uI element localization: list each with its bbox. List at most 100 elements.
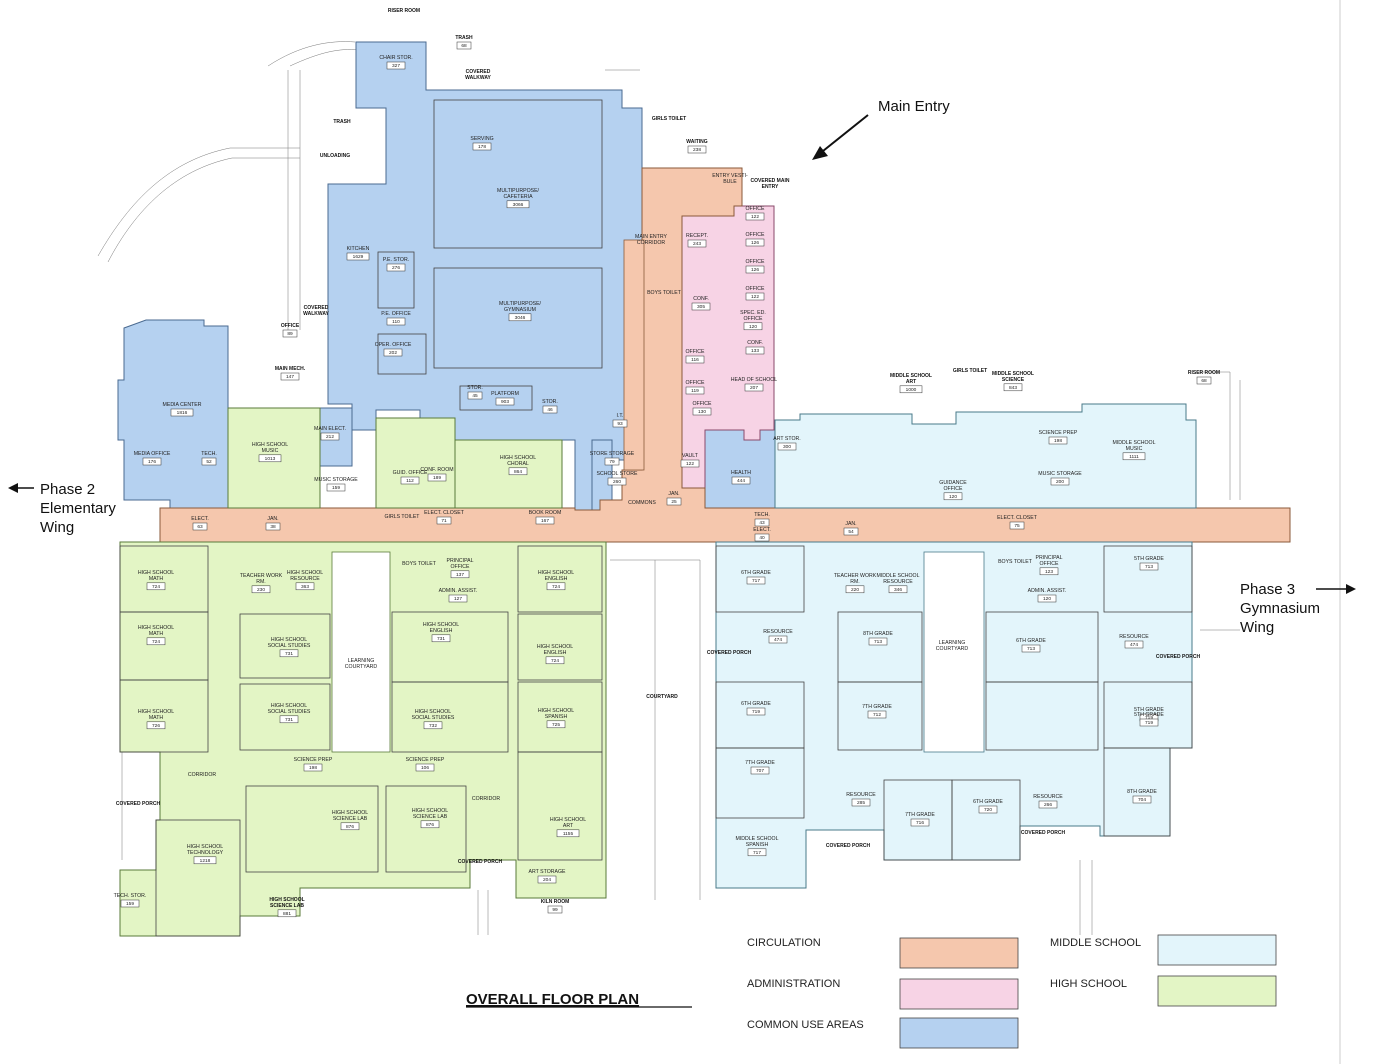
room-label-number-74: 106	[421, 765, 429, 771]
room-label-name-7-0: MULTIPURPOSE/	[499, 301, 542, 307]
room-label-name-44-0: GUIDANCE	[939, 480, 967, 486]
room-label-number-box-32	[731, 476, 751, 485]
room-label-name-100-0: RESOURCE	[1033, 794, 1063, 800]
room-label-number-box-27	[691, 302, 711, 311]
room-label-number-36: 122	[751, 294, 759, 300]
phase2-arrow	[8, 483, 34, 493]
room-label-number-90: 712	[873, 712, 881, 718]
room-label-number-35: 126	[751, 267, 759, 273]
room-label-number-box-90	[867, 710, 887, 719]
room-label-name-83-0: RESOURCE	[763, 629, 793, 635]
room-label-name-7-1: GYMNASIUM	[504, 307, 536, 313]
annotation-label-21: COVERED PORCH	[1021, 830, 1066, 836]
room-label-name-21-0: CONF. ROOM	[420, 467, 453, 473]
room-label-number-box-54	[843, 527, 859, 536]
room-label-number-box-33	[745, 212, 765, 221]
room-label-number-59: 230	[257, 587, 265, 593]
room-label-number-15: 176	[148, 459, 156, 465]
room-label-24: BOYS TOILET	[647, 290, 682, 296]
phase2-label-2: Elementary	[40, 500, 116, 517]
room-label-name-47-0: GIRLS TOILET	[385, 514, 421, 520]
room-label-name-29-0: OFFICE	[685, 380, 705, 386]
annotation-label-name-2-1: WALKWAY	[465, 75, 491, 81]
room-label-name-35-0: OFFICE	[745, 259, 765, 265]
room-label-number-box-19	[258, 454, 282, 463]
room-label-33: OFFICE 122	[745, 206, 765, 221]
legend-swatch-common-use	[899, 1017, 1019, 1049]
room-label-number-46: 38	[270, 524, 276, 530]
room-label-number-box-13	[607, 477, 627, 486]
room-label-number-33: 122	[751, 214, 759, 220]
room-label-51: JAN.25	[666, 491, 682, 506]
room-label-number-27: 305	[697, 304, 705, 310]
room-label-number-56: 724	[152, 584, 160, 590]
room-label-number-box-100	[1038, 800, 1058, 809]
legend-label-high-school: HIGH SCHOOL	[1050, 978, 1127, 990]
room-label-54: JAN.54	[843, 521, 859, 536]
room-label-number-43: 200	[1056, 479, 1064, 485]
room-label-number-30: 130	[698, 409, 706, 415]
room-label-number-11: 93	[617, 421, 623, 427]
annotation-label-10: MAIN MECH.147	[275, 366, 306, 381]
room-label-number-20: 112	[406, 478, 414, 484]
room-label-name-62-1: SOCIAL STUDIES	[268, 709, 311, 715]
room-label-number-28: 116	[691, 357, 699, 363]
phase3-label-3: Wing	[1240, 619, 1274, 636]
room-label-number-67: 731	[437, 636, 445, 642]
room-label-11: I.T.93	[612, 413, 628, 428]
legend-swatch-middle-school	[1157, 934, 1277, 966]
room-label-number-box-82	[746, 576, 766, 585]
phase3-label-1: Phase 3	[1240, 581, 1295, 598]
annotation-label-name-22-0: HIGH SCHOOL	[269, 897, 304, 903]
legend-label-middle-school: MIDDLE SCHOOL	[1050, 937, 1141, 949]
room-label-name-82-0: 6TH GRADE	[741, 570, 771, 576]
room-label-name-14-0: MEDIA CENTER	[163, 402, 202, 408]
room-label-number-box-9	[495, 397, 515, 406]
annotation-label-name-9-0: COVERED	[304, 305, 329, 311]
room-label-53: ELECT.40	[753, 527, 771, 542]
annotation-label-name-13-0: MIDDLE SCHOOL	[992, 371, 1034, 377]
room-label-name-25-1: BULE	[723, 179, 737, 185]
room-label-name-20-0: GUID. OFFICE	[393, 470, 428, 476]
room-label-number-79: 1155	[563, 831, 574, 837]
room-label-name-37-0: SPEC. ED.	[740, 310, 766, 316]
room-label-name-59-0: TEACHER WORK	[240, 573, 283, 579]
room-label-number-box-1	[472, 142, 492, 151]
room-label-number-58: 726	[152, 723, 160, 729]
room-label-0: CHAIR STOR.327	[379, 55, 413, 70]
room-label-number-8: 45	[472, 393, 478, 399]
room-label-number-box-55	[1009, 521, 1025, 530]
room-label-number-box-5	[386, 317, 406, 326]
room-label-name-99-0: 6TH GRADE	[1016, 638, 1046, 644]
room-label-name-33-0: OFFICE	[745, 206, 765, 212]
room-label-17: MAIN ELECT.212	[314, 426, 346, 441]
annotation-label-number-13: 843	[1009, 385, 1017, 391]
room-label-name-36-0: OFFICE	[745, 286, 765, 292]
room-label-number-box-83	[768, 635, 788, 644]
annotation-label-number-14: 68	[1201, 378, 1207, 384]
room-label-name-58-1: MATH	[149, 715, 164, 721]
room-label-number-21: 189	[433, 475, 441, 481]
annotation-label-number-22: 881	[283, 911, 291, 917]
annotation-label-name-14-0: RISER ROOM	[1188, 370, 1220, 376]
room-label-26: RECEPT.243	[686, 233, 708, 248]
room-label-number-box-99	[1021, 644, 1041, 653]
room-label-number-box-87	[845, 585, 865, 594]
site-lines	[97, 41, 1241, 935]
room-label-name-76-1: SCIENCE LAB	[333, 816, 368, 822]
